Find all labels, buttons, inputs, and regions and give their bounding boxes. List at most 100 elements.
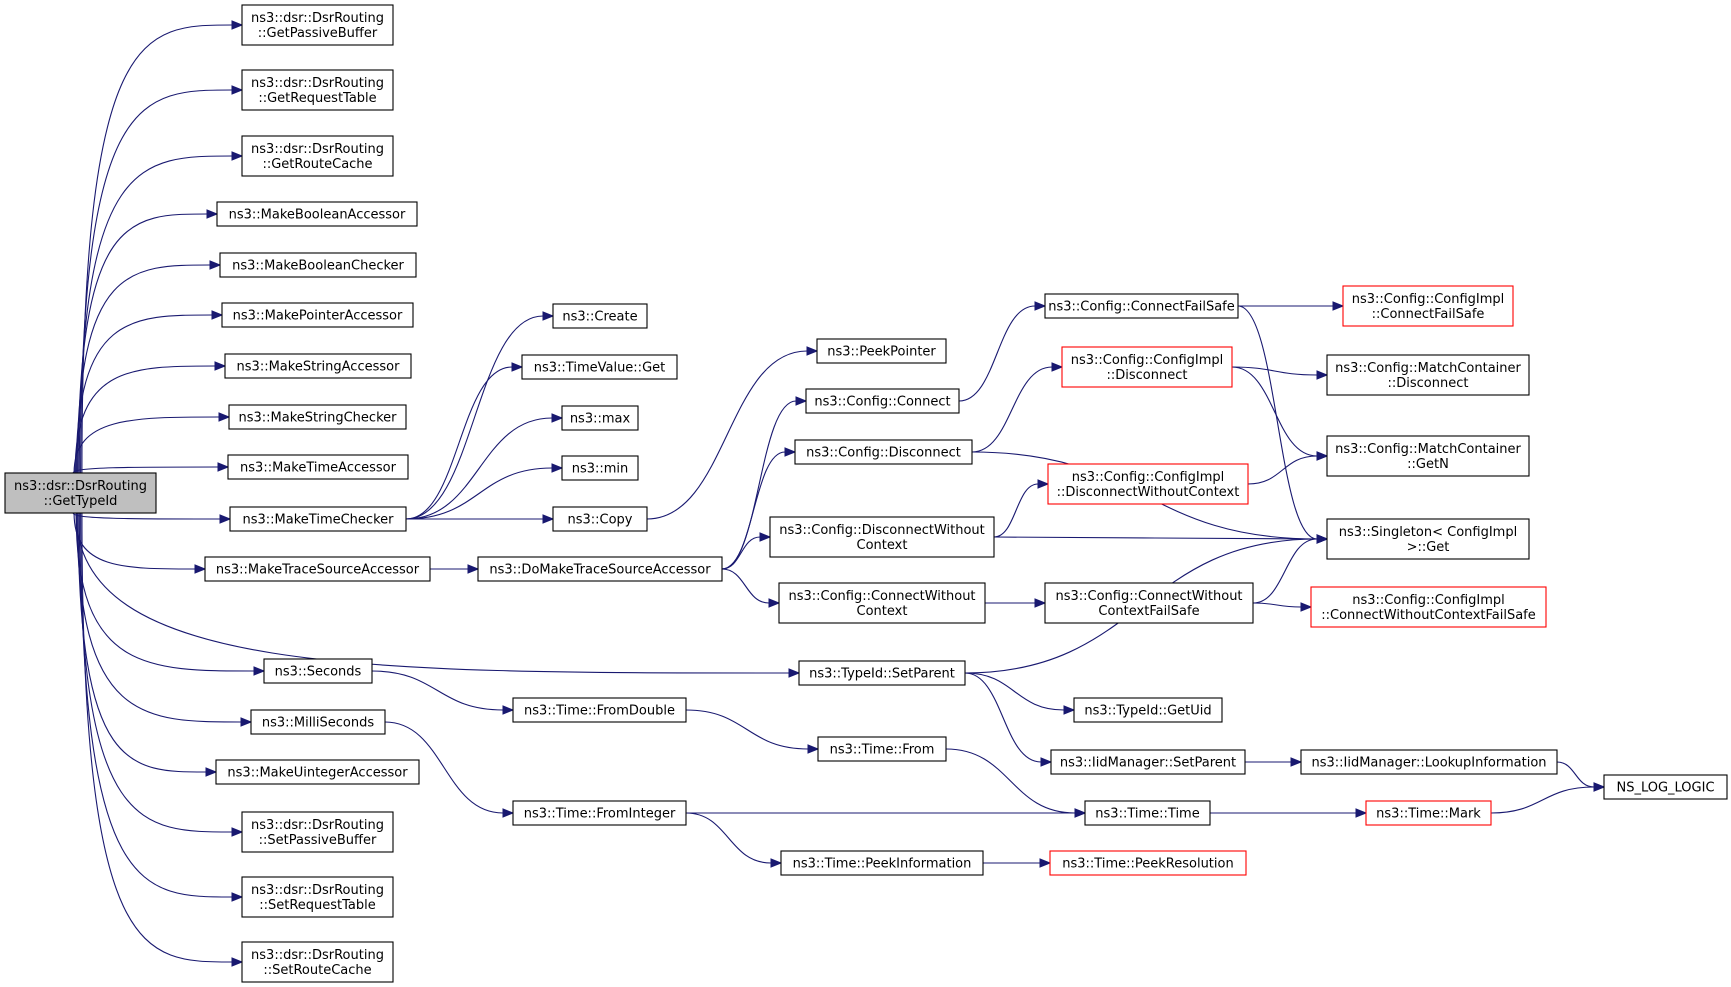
node-label: ns3::TypeId::GetUid	[1084, 704, 1211, 719]
node-make-boolean-checker[interactable]: ns3::MakeBooleanChecker	[219, 252, 417, 278]
edge-line	[384, 721, 504, 814]
node-make-uinteger-accessor[interactable]: ns3::MakeUintegerAccessor	[215, 759, 420, 785]
node-label: ns3::Config::MatchContainer	[1335, 361, 1521, 376]
node-box	[1084, 800, 1211, 826]
node-config-impl-connect-without-context-fail-safe[interactable]: ns3::Config::ConfigImpl::ConnectWithoutC…	[1310, 586, 1547, 628]
node-peek-pointer[interactable]: ns3::PeekPointer	[816, 338, 947, 364]
edge-make-time-checker-to-min	[405, 463, 564, 520]
node-config-disconnect[interactable]: ns3::Config::Disconnect	[794, 439, 973, 465]
edge-arrowhead	[1040, 757, 1053, 767]
edge-make-time-checker-to-time-value-get	[405, 362, 524, 520]
node-box	[216, 201, 418, 227]
node-get-route-cache[interactable]: ns3::dsr::DsrRouting::GetRouteCache	[241, 135, 394, 177]
node-time-peek-resolution[interactable]: ns3::Time::PeekResolution	[1049, 850, 1247, 876]
node-max[interactable]: ns3::max	[561, 405, 639, 431]
edge-line	[72, 512, 221, 520]
node-label: ns3::Time::PeekResolution	[1062, 857, 1233, 872]
node-label: ns3::dsr::DsrRouting	[251, 76, 384, 91]
node-box	[817, 736, 947, 762]
node-box	[228, 404, 407, 430]
node-make-time-checker[interactable]: ns3::MakeTimeChecker	[229, 506, 407, 532]
node-time-time[interactable]: ns3::Time::Time	[1084, 800, 1211, 826]
node-create[interactable]: ns3::Create	[552, 303, 648, 329]
node-box	[1049, 850, 1247, 876]
node-config-impl-disconnect[interactable]: ns3::Config::ConfigImpl::Disconnect	[1061, 346, 1233, 388]
node-make-time-accessor[interactable]: ns3::MakeTimeAccessor	[227, 454, 409, 480]
edge-arrowhead	[806, 346, 819, 356]
node-config-impl-connect-fail-safe[interactable]: ns3::Config::ConfigImpl::ConnectFailSafe	[1342, 285, 1514, 327]
node-copy[interactable]: ns3::Copy	[552, 506, 648, 532]
node-box	[1365, 800, 1492, 826]
node-make-boolean-accessor[interactable]: ns3::MakeBooleanAccessor	[216, 201, 418, 227]
node-config-impl-disconnect-without-context[interactable]: ns3::Config::ConfigImpl::DisconnectWitho…	[1047, 463, 1249, 505]
node-config-connect[interactable]: ns3::Config::Connect	[805, 388, 960, 414]
edge-arrowhead	[231, 957, 244, 967]
node-make-trace-source-accessor[interactable]: ns3::MakeTraceSourceAccessor	[204, 556, 431, 582]
node-type-id-get-uid[interactable]: ns3::TypeId::GetUid	[1073, 697, 1223, 723]
node-get-type-id[interactable]: ns3::dsr::DsrRouting::GetTypeId	[4, 472, 157, 514]
edge-line	[1252, 602, 1302, 608]
node-singleton-get[interactable]: ns3::Singleton< ConfigImpl >::Get	[1326, 518, 1530, 560]
node-box	[552, 506, 648, 532]
node-config-connect-without-context[interactable]: ns3::Config::ConnectWithoutContext	[778, 582, 986, 624]
node-type-id-set-parent[interactable]: ns3::TypeId::SetParent	[798, 660, 966, 686]
edge-get-type-id-to-make-time-accessor	[72, 462, 230, 474]
node-box	[778, 582, 986, 624]
node-get-passive-buffer[interactable]: ns3::dsr::DsrRouting::GetPassiveBuffer	[241, 4, 394, 46]
node-config-connect-fail-safe[interactable]: ns3::Config::ConnectFailSafe	[1044, 293, 1239, 319]
node-config-connect-without-context-fail-safe[interactable]: ns3::Config::ConnectWithoutContextFailSa…	[1044, 582, 1254, 624]
node-match-container-get-n[interactable]: ns3::Config::MatchContainer::GetN	[1326, 435, 1530, 477]
node-min[interactable]: ns3::min	[561, 455, 639, 481]
node-match-container-disconnect[interactable]: ns3::Config::MatchContainer::Disconnect	[1326, 354, 1530, 396]
edge-line	[371, 670, 504, 711]
edge-line	[971, 366, 1053, 453]
node-box	[477, 556, 723, 582]
edge-time-peek-information-to-time-peek-resolution	[983, 858, 1052, 868]
node-seconds[interactable]: ns3::Seconds	[263, 658, 373, 684]
edge-get-type-id-to-make-string-checker	[73, 412, 231, 474]
node-time-from[interactable]: ns3::Time::From	[817, 736, 947, 762]
node-make-string-checker[interactable]: ns3::MakeStringChecker	[228, 404, 407, 430]
node-box	[204, 556, 431, 582]
edge-arrowhead	[240, 717, 253, 727]
node-ns-log-logic[interactable]: NS_LOG_LOGIC	[1603, 774, 1728, 800]
edge-line	[993, 536, 1318, 540]
edge-arrowhead	[1034, 598, 1047, 608]
node-do-make-trace-source-accessor[interactable]: ns3::DoMakeTraceSourceAccessor	[477, 556, 723, 582]
node-label: >::Get	[1407, 540, 1450, 555]
node-time-peek-information[interactable]: ns3::Time::PeekInformation	[780, 850, 984, 876]
node-box	[1326, 435, 1530, 477]
edge-get-type-id-to-milli-seconds	[76, 512, 253, 727]
edge-arrowhead	[231, 20, 244, 30]
edge-arrowhead	[1300, 602, 1313, 612]
edge-line	[721, 451, 786, 570]
node-label: ns3::Config::ConfigImpl	[1072, 470, 1225, 485]
edge-arrowhead	[502, 705, 515, 715]
edge-line	[75, 512, 255, 672]
edge-arrowhead	[219, 514, 232, 524]
node-config-disconnect-without-context[interactable]: ns3::Config::DisconnectWithoutContext	[769, 516, 995, 558]
node-make-string-accessor[interactable]: ns3::MakeStringAccessor	[224, 353, 412, 379]
node-set-request-table[interactable]: ns3::dsr::DsrRouting::SetRequestTable	[241, 876, 394, 918]
node-box	[229, 506, 407, 532]
node-set-route-cache[interactable]: ns3::dsr::DsrRouting::SetRouteCache	[241, 941, 394, 983]
node-time-mark[interactable]: ns3::Time::Mark	[1365, 800, 1492, 826]
node-label: ns3::Config::ConfigImpl	[1071, 353, 1224, 368]
node-label: ::SetRouteCache	[263, 963, 371, 978]
node-time-value-get[interactable]: ns3::TimeValue::Get	[521, 354, 678, 380]
edge-arrowhead	[1074, 808, 1087, 818]
node-make-pointer-accessor[interactable]: ns3::MakePointerAccessor	[221, 302, 414, 328]
node-milli-seconds[interactable]: ns3::MilliSeconds	[250, 709, 386, 735]
edge-arrowhead	[231, 85, 244, 95]
edge-arrowhead	[551, 463, 564, 473]
edge-line	[76, 512, 242, 723]
node-set-passive-buffer[interactable]: ns3::dsr::DsrRouting::SetPassiveBuffer	[241, 811, 394, 853]
node-box	[241, 69, 394, 111]
node-iid-manager-set-parent[interactable]: ns3::IidManager::SetParent	[1050, 749, 1246, 775]
node-get-request-table[interactable]: ns3::dsr::DsrRouting::GetRequestTable	[241, 69, 394, 111]
node-box	[816, 338, 947, 364]
node-iid-manager-lookup-information[interactable]: ns3::IidManager::LookupInformation	[1300, 749, 1558, 775]
node-label: ns3::dsr::DsrRouting	[251, 883, 384, 898]
node-time-from-integer[interactable]: ns3::Time::FromInteger	[512, 800, 687, 826]
node-time-from-double[interactable]: ns3::Time::FromDouble	[512, 697, 687, 723]
